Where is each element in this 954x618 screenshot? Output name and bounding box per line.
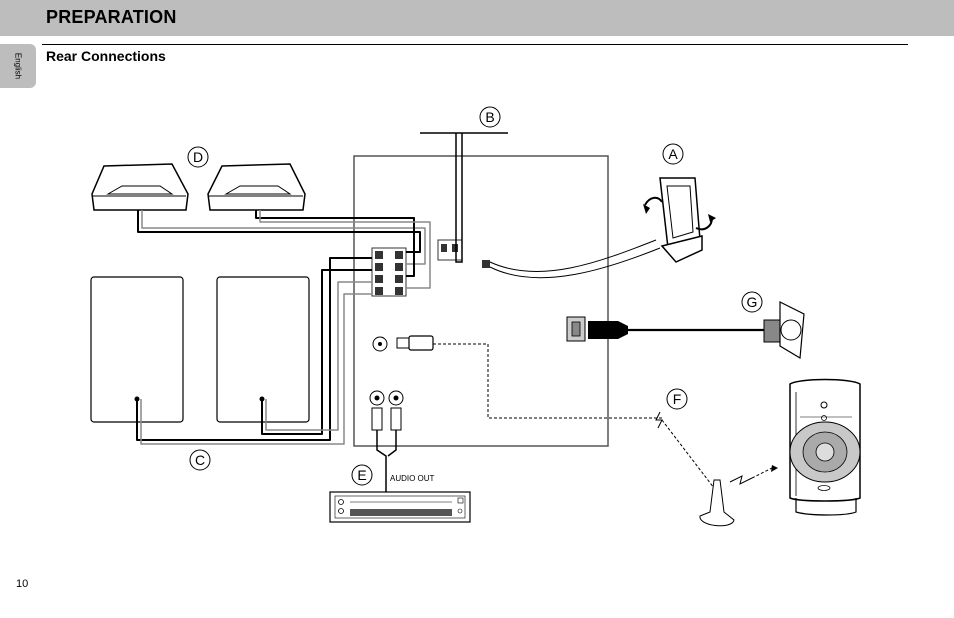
- ac-power-cord: [566, 301, 805, 360]
- svg-text:E: E: [357, 467, 366, 483]
- callout-b: B: [479, 106, 501, 128]
- svg-text:C: C: [195, 452, 205, 468]
- svg-text:A: A: [668, 146, 678, 162]
- callout-a: A: [662, 143, 684, 165]
- language-tab: [0, 44, 36, 88]
- front-speaker-right-top: [207, 163, 306, 211]
- speaker-right-box: [216, 276, 310, 423]
- callout-f: F: [666, 388, 688, 410]
- antenna-terminals: [437, 239, 490, 268]
- svg-text:B: B: [485, 109, 494, 125]
- wireless-transmitter: [655, 411, 778, 527]
- svg-text:F: F: [673, 391, 682, 407]
- callout-c: C: [189, 449, 211, 471]
- audio-out-label: AUDIO OUT: [390, 474, 435, 483]
- callout-d: D: [187, 146, 209, 168]
- speaker-cables: [136, 210, 431, 445]
- callout-g: G: [741, 291, 763, 313]
- front-speaker-left-top: [91, 163, 189, 211]
- wireless-subwoofer: [789, 378, 861, 516]
- main-unit: [353, 155, 609, 447]
- am-loop-antenna: [489, 177, 716, 279]
- page-title: PREPARATION: [46, 7, 177, 27]
- external-audio-device: [329, 491, 471, 523]
- header-bar: PREPARATION: [0, 0, 954, 36]
- subwoofer-out-connector: [372, 335, 662, 419]
- svg-text:D: D: [193, 149, 203, 165]
- speaker-terminals: [371, 247, 407, 297]
- svg-text:G: G: [747, 294, 758, 310]
- fm-wire-antenna: [420, 132, 508, 263]
- callout-e: E: [351, 464, 373, 486]
- section-divider: [42, 44, 908, 45]
- section-title: Rear Connections: [46, 48, 166, 64]
- audio-in-connectors: [369, 390, 404, 492]
- page-number: 10: [16, 578, 29, 590]
